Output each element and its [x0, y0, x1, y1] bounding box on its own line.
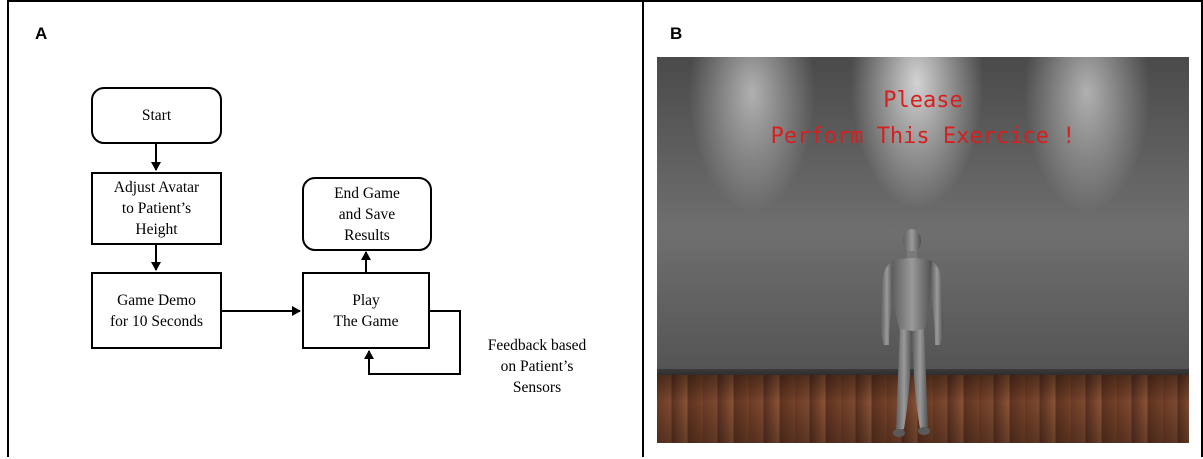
panel-a-label: A	[35, 24, 48, 43]
node-end-game: End Game and Save Results	[302, 177, 432, 251]
avatar-right-leg	[912, 329, 928, 429]
avatar-neck	[907, 251, 917, 259]
node-play-game: Play The Game	[302, 272, 430, 349]
avatar-figure	[880, 229, 944, 437]
node-adjust-avatar: Adjust Avatar to Patient’s Height	[91, 172, 222, 245]
message-line-2: Perform This Exercice !	[770, 124, 1076, 149]
avatar-left-leg	[896, 329, 912, 431]
panel-a: A Start Adjust Avatar to Patient’s Heigh…	[7, 0, 644, 457]
avatar-right-foot	[918, 427, 930, 435]
node-start: Start	[91, 87, 222, 144]
panel-b-label: B	[670, 24, 683, 43]
message-line-1: Please	[883, 88, 963, 113]
avatar-torso	[892, 258, 932, 331]
avatar-right-arm	[931, 262, 944, 345]
avatar-left-arm	[880, 262, 893, 345]
game-scene: Please Perform This Exercice !	[657, 57, 1189, 443]
avatar-head	[903, 229, 921, 253]
panel-b: B Please Perform This Exercice !	[644, 0, 1203, 457]
node-game-demo: Game Demo for 10 Seconds	[91, 272, 222, 349]
avatar-left-foot	[893, 429, 905, 437]
feedback-label: Feedback based on Patient’s Sensors	[487, 337, 587, 396]
